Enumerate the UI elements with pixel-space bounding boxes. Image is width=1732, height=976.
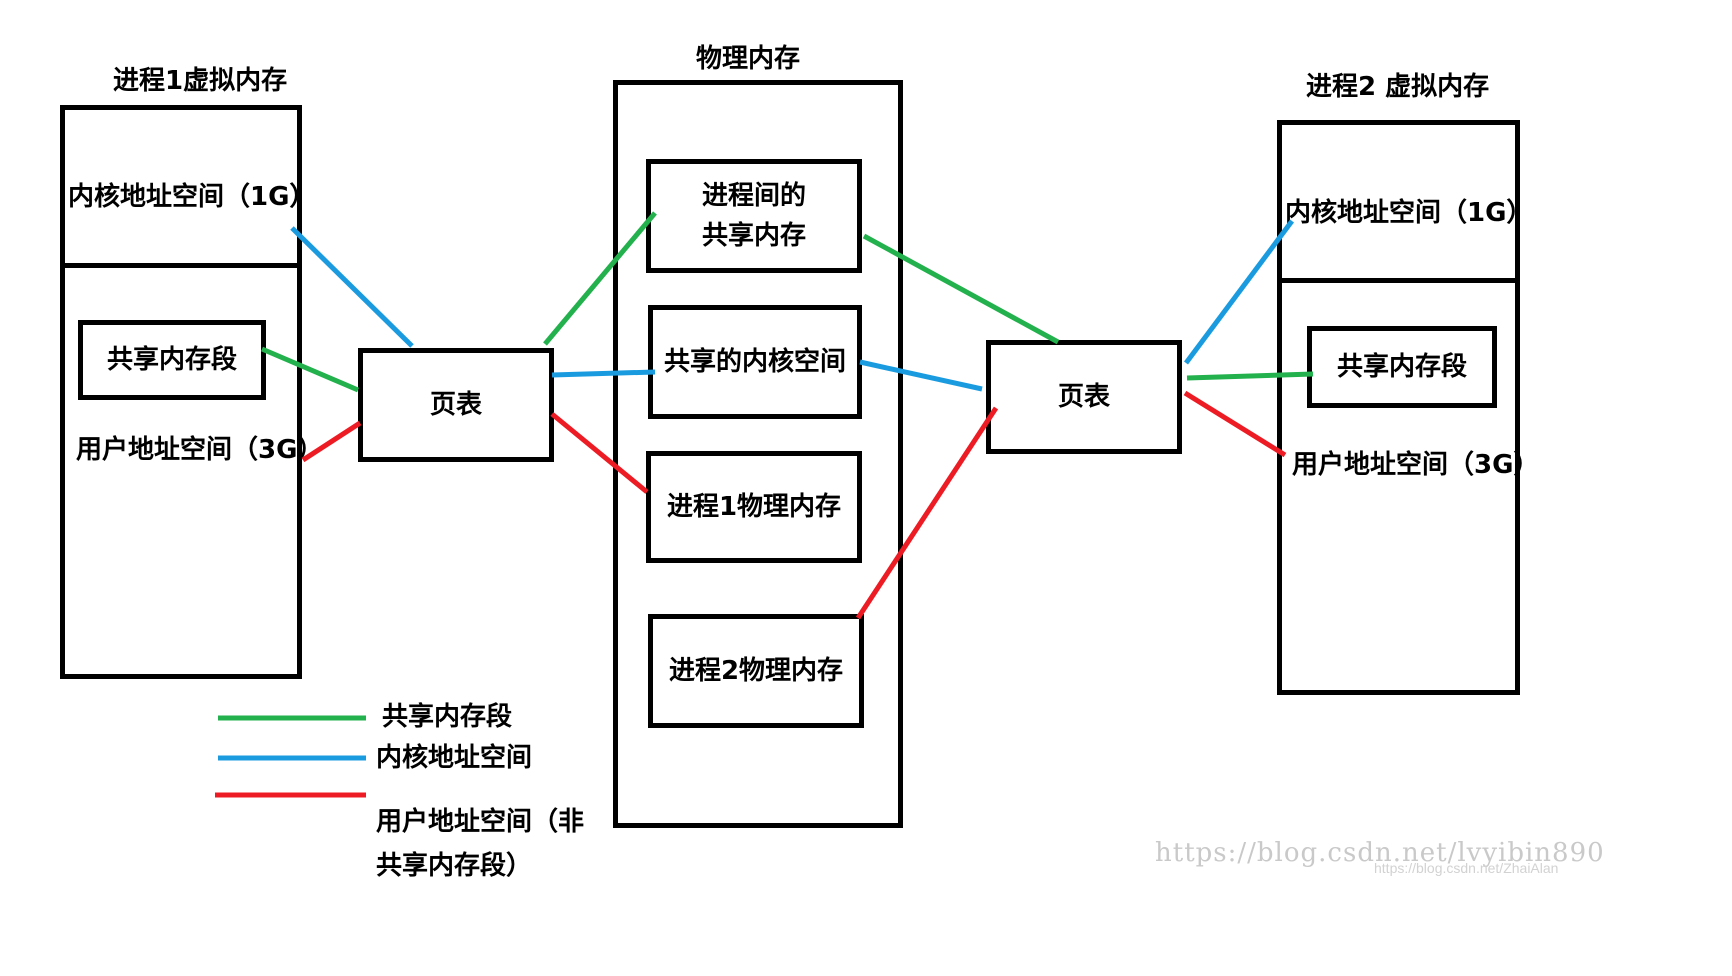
process1-physical-memory-box: 进程1物理内存 bbox=[646, 451, 862, 563]
page-table-left-box: 页表 bbox=[358, 348, 554, 462]
line-pt-right-to-p2-user bbox=[1183, 390, 1287, 458]
page-table-right-label: 页表 bbox=[1057, 382, 1110, 412]
shared-kernel-space-box: 共享的内核空间 bbox=[648, 305, 862, 419]
process2-kernel-space-label: 内核地址空间（1G） bbox=[1285, 198, 1533, 228]
process1-user-space-label: 用户地址空间（3G） bbox=[76, 435, 324, 465]
process2-physical-memory-label: 进程2物理内存 bbox=[668, 656, 844, 686]
line-p1-kernel-to-pt-left bbox=[290, 226, 414, 348]
process2-divider bbox=[1277, 278, 1520, 283]
page-table-right-box: 页表 bbox=[986, 340, 1182, 454]
process2-physical-memory-box: 进程2物理内存 bbox=[648, 614, 864, 728]
shared-kernel-space-label: 共享的内核空间 bbox=[663, 347, 846, 377]
watermark-small-url: https://blog.csdn.net/ZhaiAlan bbox=[1374, 860, 1559, 876]
shared-between-processes-box: 进程间的 共享内存 bbox=[646, 159, 862, 273]
process1-physical-memory-label: 进程1物理内存 bbox=[666, 492, 842, 522]
watermark-url: https://blog.csdn.net/lvyibin890 bbox=[1155, 838, 1605, 868]
process2-shared-segment-box: 共享内存段 bbox=[1307, 326, 1497, 408]
legend-red-label: 用户地址空间（非共享内存段） bbox=[376, 807, 585, 881]
page-table-left-label: 页表 bbox=[429, 390, 482, 420]
physical-memory-title: 物理内存 bbox=[696, 44, 801, 74]
process1-divider bbox=[60, 263, 302, 268]
process2-shared-segment-label: 共享内存段 bbox=[1336, 352, 1467, 382]
process1-title: 进程1虚拟内存 bbox=[113, 66, 288, 96]
legend-blue-label: 内核地址空间 bbox=[376, 743, 533, 773]
process1-shared-segment-box: 共享内存段 bbox=[78, 320, 266, 400]
process2-title: 进程2 虚拟内存 bbox=[1306, 72, 1490, 102]
process1-shared-segment-label: 共享内存段 bbox=[106, 345, 237, 375]
shared-between-processes-line2: 共享内存 bbox=[701, 221, 806, 251]
process1-kernel-space-label: 内核地址空间（1G） bbox=[68, 182, 316, 212]
shared-between-processes-line1: 进程间的 bbox=[701, 181, 806, 211]
process2-user-space-label: 用户地址空间（3G） bbox=[1292, 450, 1540, 480]
legend-green-label: 共享内存段 bbox=[382, 702, 513, 732]
